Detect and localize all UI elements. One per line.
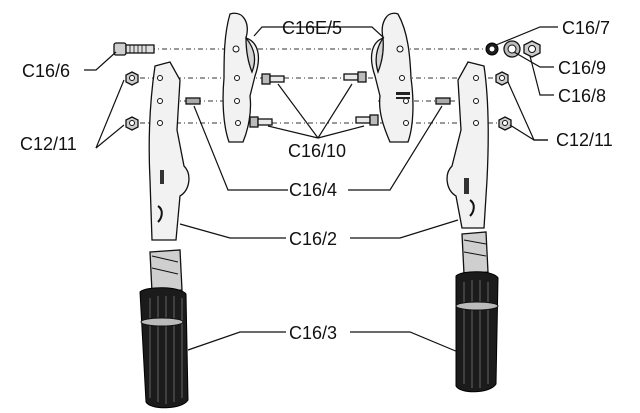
label-c12-11-right: C12/11 xyxy=(556,130,613,150)
screw-icon xyxy=(261,73,285,85)
right-small-nut-bottom-icon xyxy=(498,116,512,131)
right-handle-tube xyxy=(461,231,489,275)
pin-icon xyxy=(435,97,451,105)
left-small-nut-top-icon xyxy=(125,71,139,86)
label-c12-11-left: C12/11 xyxy=(20,134,77,154)
label-c16-6: C16/6 xyxy=(22,61,70,81)
assembly-axis-lines xyxy=(140,48,500,124)
label-c16-7: C16/7 xyxy=(562,18,610,38)
right-handle-arm xyxy=(446,61,489,229)
main-bolt-icon xyxy=(113,42,155,56)
screw-icon xyxy=(249,116,273,128)
label-c16-9: C16/9 xyxy=(558,58,606,78)
right-small-nut-top-icon xyxy=(495,71,509,86)
label-c16-8: C16/8 xyxy=(558,86,606,106)
left-handle-arm xyxy=(148,61,190,241)
right-jaw-blade xyxy=(370,12,414,143)
label-c16e5: C16E/5 xyxy=(282,18,342,38)
screw-icon xyxy=(355,114,379,126)
right-rubber-grip xyxy=(455,271,499,393)
left-jaw-blade xyxy=(222,12,260,143)
label-c16-3: C16/3 xyxy=(289,323,337,343)
left-handle-tube xyxy=(149,249,183,293)
label-c16-10: C16/10 xyxy=(288,141,346,161)
lock-nut-icon xyxy=(523,40,541,58)
screw-icon xyxy=(343,71,367,83)
pin-icon xyxy=(185,97,201,105)
left-rubber-grip xyxy=(139,287,189,409)
label-c16-4: C16/4 xyxy=(289,180,337,200)
left-small-nut-bottom-icon xyxy=(125,116,139,131)
washer-icon xyxy=(485,42,499,56)
leader-lines xyxy=(84,26,558,353)
label-c16-2: C16/2 xyxy=(289,229,337,249)
